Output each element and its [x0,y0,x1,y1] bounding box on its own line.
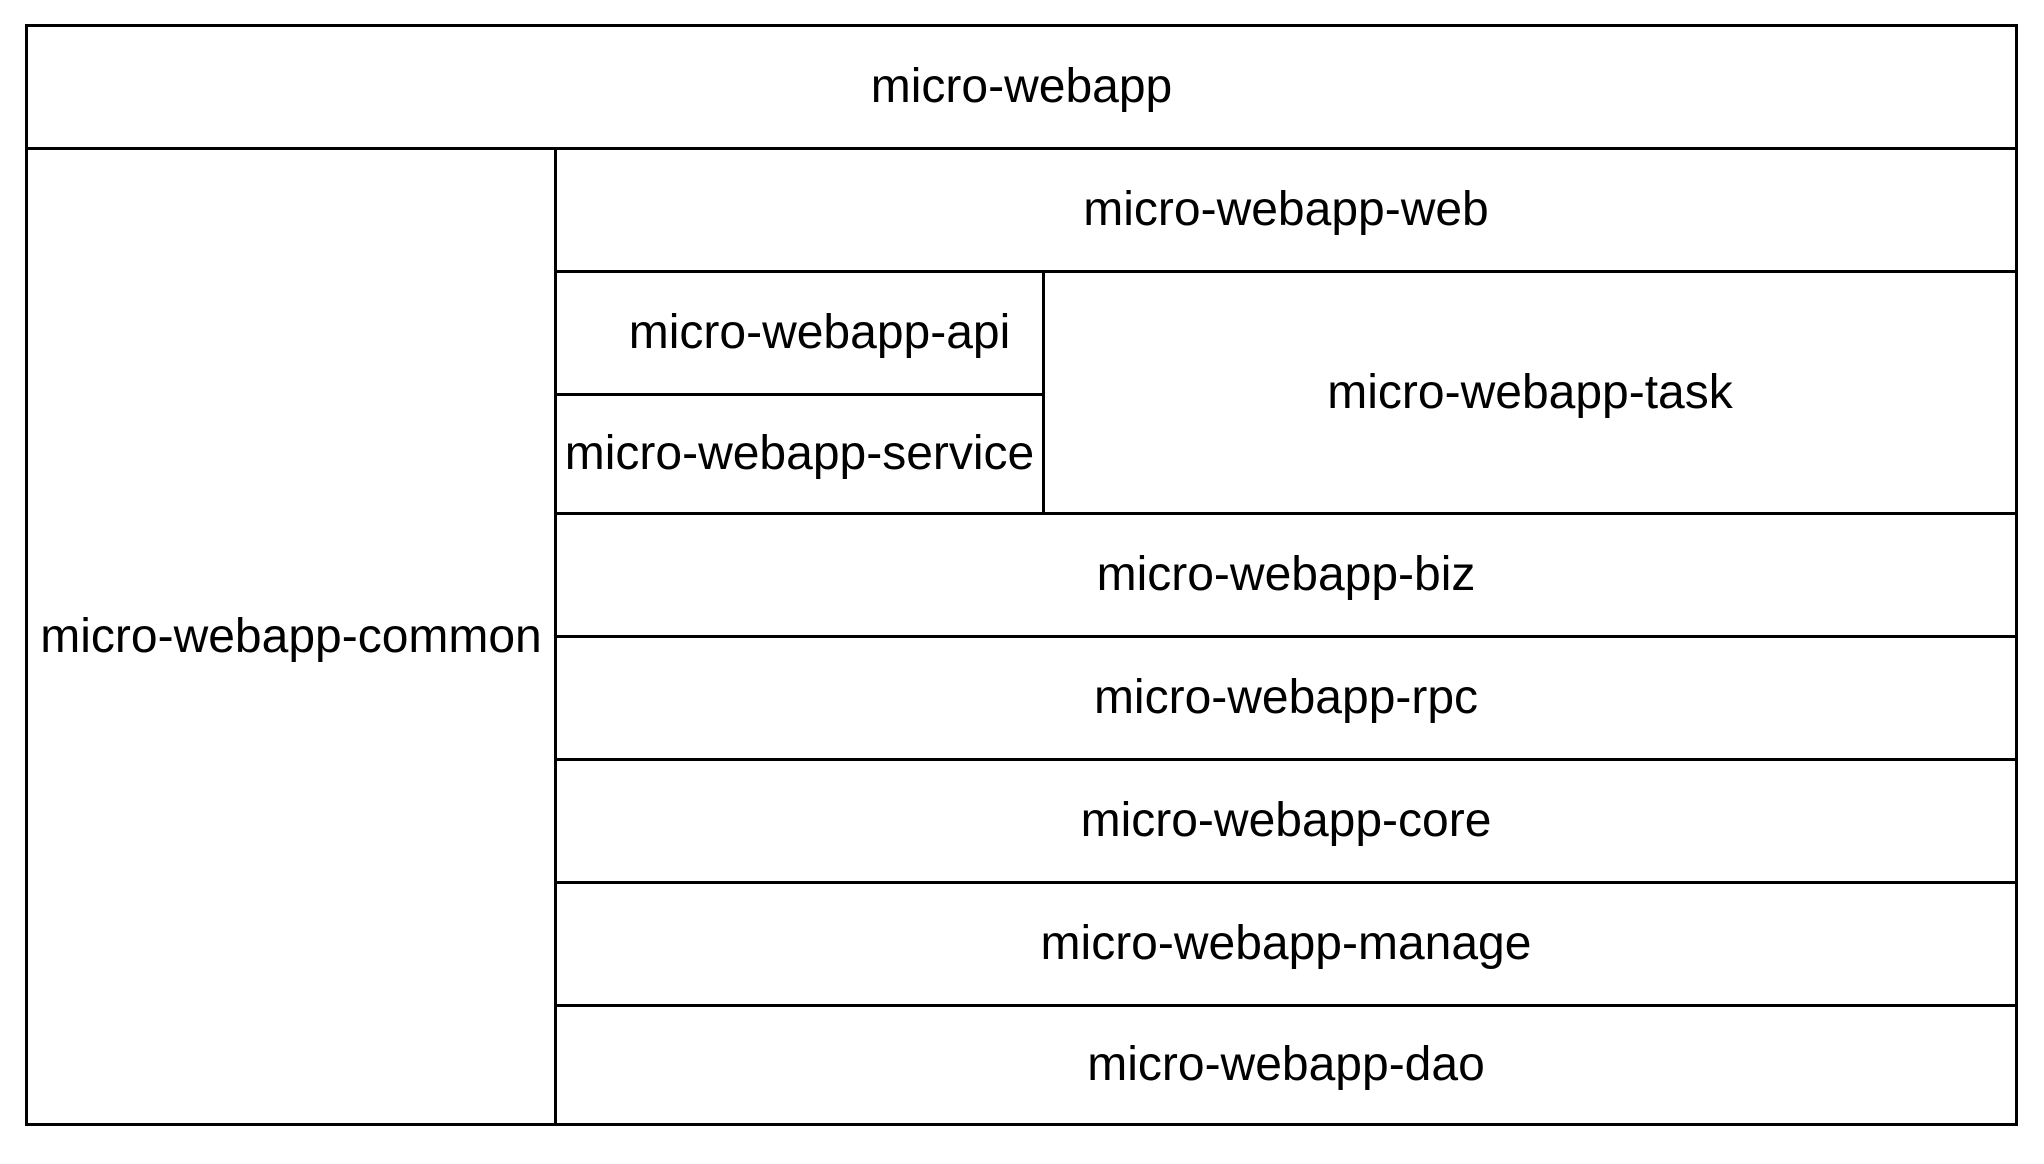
module-label-api: micro-webapp-api [628,306,1011,359]
module-label-root: micro-webapp [870,60,1173,113]
module-box-service: micro-webapp-service [554,393,1045,515]
module-label-common: micro-webapp-common [40,609,542,663]
module-label-rpc: micro-webapp-rpc [1093,671,1479,724]
module-box-task: micro-webapp-task [1042,270,2018,515]
module-box-web: micro-webapp-web [554,147,2018,273]
module-box-manage: micro-webapp-manage [554,881,2018,1007]
module-label-biz: micro-webapp-biz [1096,548,1476,601]
module-box-rpc: micro-webapp-rpc [554,635,2018,761]
module-box-dao: micro-webapp-dao [554,1004,2018,1126]
module-box-api: micro-webapp-api [554,270,1045,396]
module-box-biz: micro-webapp-biz [554,512,2018,638]
module-box-common: micro-webapp-common [25,147,557,1126]
module-label-core: micro-webapp-core [1080,794,1492,847]
module-label-manage: micro-webapp-manage [1040,917,1532,970]
module-label-web: micro-webapp-web [1083,183,1489,236]
module-label-service: micro-webapp-service [564,427,1035,480]
module-label-task: micro-webapp-task [1327,365,1733,419]
module-label-dao: micro-webapp-dao [1087,1038,1485,1091]
module-box-root: micro-webapp [25,24,2018,150]
module-box-core: micro-webapp-core [554,758,2018,884]
